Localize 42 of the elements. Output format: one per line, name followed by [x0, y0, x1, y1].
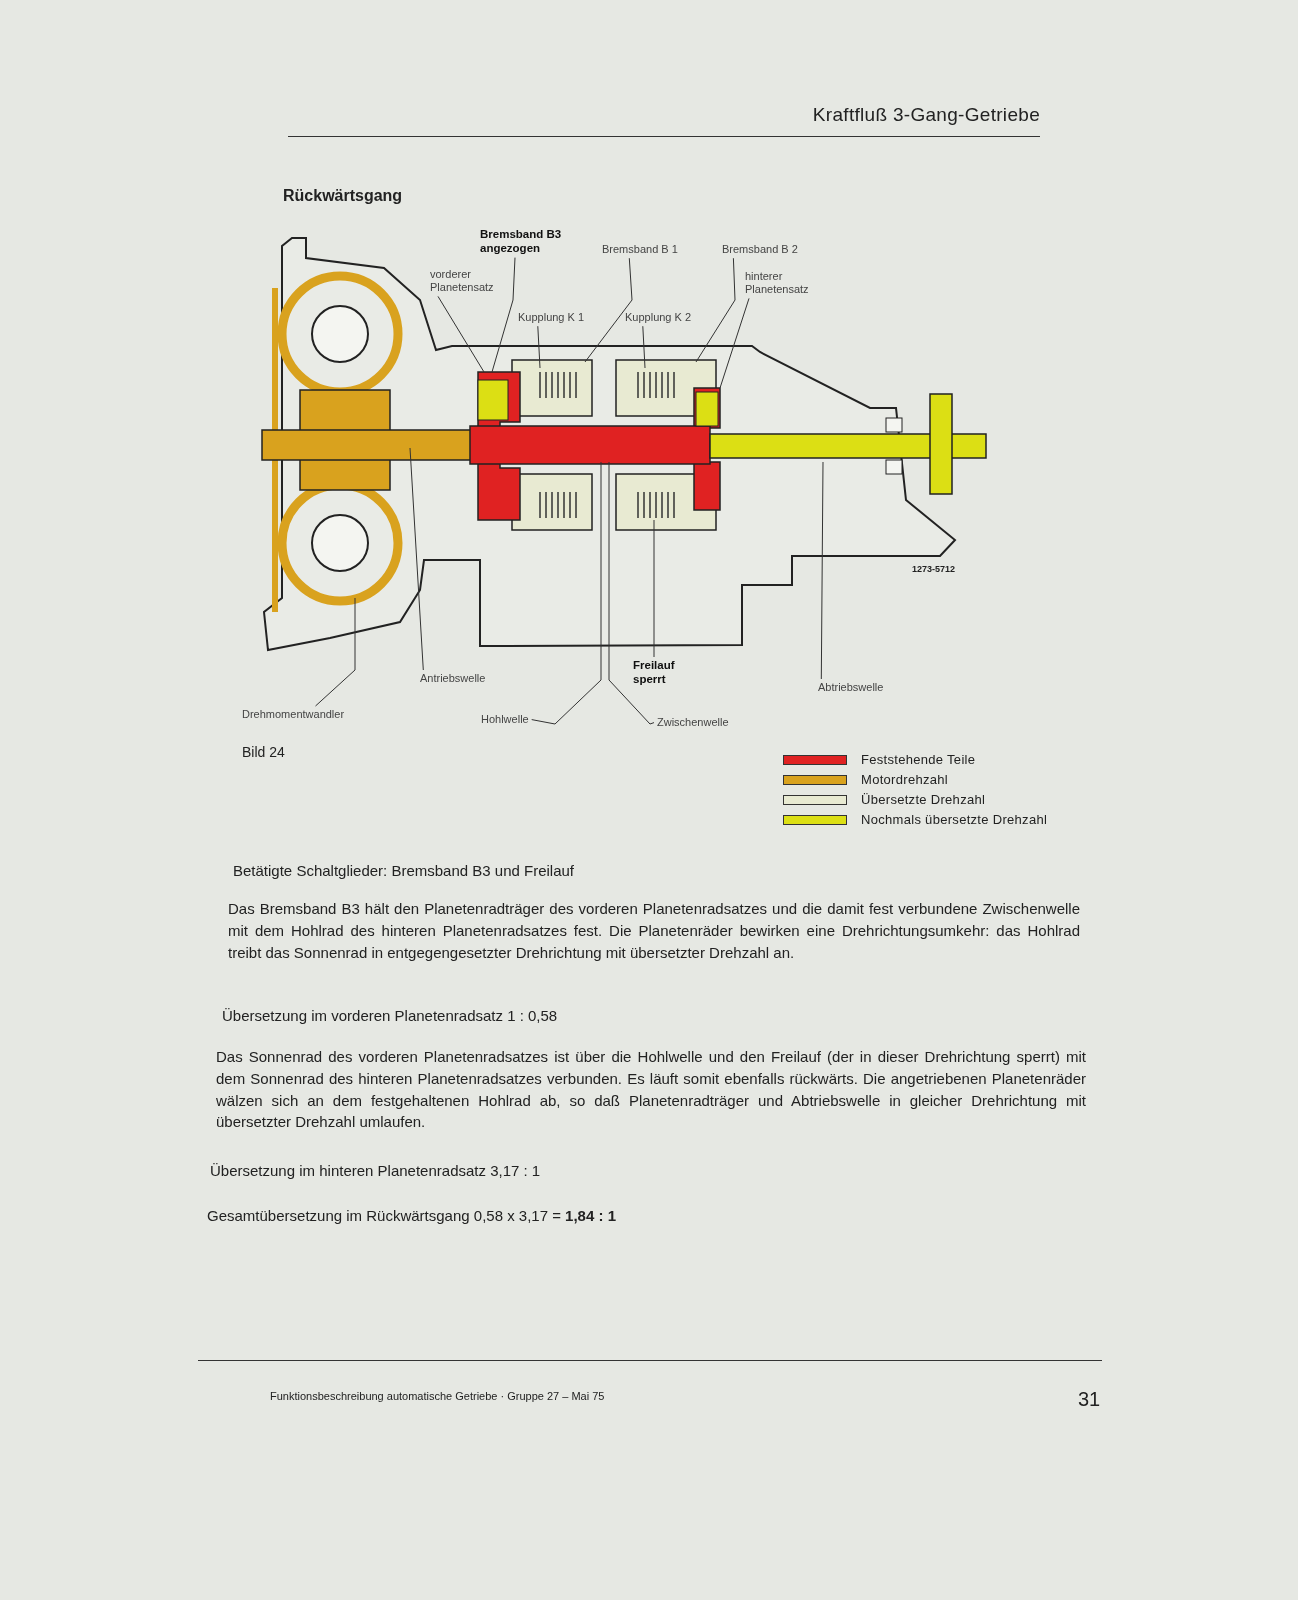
body-text: Das Bremsband B3 hält den Planetenradträger des vorderen Planetenradsatzes und die damit fest verbundene Zwischenwelle mit dem Hohlrad des hinteren Planetenradsatzes fest. Die Planetenräder bewirken eine Drehrichtungsumkehr: das Hohlrad treibt das Sonnenrad in entgegengesetzter Drehrichtung mit übersetzter Drehzahl an. — [228, 899, 1080, 963]
legend-label: Nochmals übersetzte Drehzahl — [861, 812, 1048, 827]
part-label: Bremsband B3 angezogen — [480, 228, 580, 256]
figure-caption: Bild 24 — [242, 743, 285, 762]
body-text: Das Sonnenrad des vorderen Planetenradsatzes ist über die Hohlwelle und den Freilauf (der in dieser Drehrichtung sperrt) mit dem Sonnenrad des hinteren Planetenradsatzes verbunden. Es läuft somit ebenfalls rückwärts. Die angetriebenen Planetenräder wälzen sich an dem festgehaltenen Hohlrad ab, so daß Planetenradträger und Abtriebswelle in gleicher Drehrichtung mit übersetzter Drehzahl umlaufen. — [216, 1047, 1086, 1133]
page-number: 31 — [1078, 1387, 1101, 1411]
part-label: Drehmomentwandler — [242, 708, 345, 722]
part-label: Bremsband B 2 — [722, 243, 798, 257]
leader-line — [608, 461, 655, 725]
legend-label: Motordrehzahl — [861, 772, 948, 787]
section-heading: Rückwärtsgang — [283, 186, 403, 206]
body-text: Übersetzung im vorderen Planetenradsatz 1 : 0,58 — [222, 1006, 558, 1026]
part-label: Zwischenwelle — [657, 716, 729, 730]
part-label: Antriebswelle — [420, 672, 486, 686]
page-header: Kraftfluß 3-Gang-Getriebe — [812, 104, 1040, 126]
body-text: Betätigte Schaltglieder: Bremsband B3 und Freilauf — [233, 861, 575, 881]
leader-line — [695, 257, 736, 363]
part-label: Freilauf sperrt — [633, 659, 693, 687]
part-label: Hohlwelle — [481, 713, 529, 727]
part-label: hinterer Planetensatz — [745, 270, 825, 297]
leader-line — [537, 325, 541, 369]
body-text: Gesamtübersetzung im Rückwärtsgang 0,58 x 3,17 = 1,84 : 1 — [207, 1206, 616, 1226]
leader-line — [531, 461, 602, 725]
drawing-number: 1273-5712 — [912, 563, 956, 576]
part-label: vorderer Planetensatz — [430, 268, 510, 295]
leader-line — [642, 325, 646, 369]
part-label: Kupplung K 1 — [518, 311, 585, 325]
part-label: Kupplung K 2 — [625, 311, 692, 325]
leader-line — [491, 257, 516, 373]
footer-text: Funktionsbeschreibung automatische Getriebe · Gruppe 27 – Mai 75 — [270, 1390, 605, 1404]
legend-label: Übersetzte Drehzahl — [861, 792, 986, 807]
leader-line — [820, 461, 824, 680]
leader-line — [437, 295, 485, 373]
leader-line — [315, 597, 356, 707]
part-label: Abtriebswelle — [818, 681, 884, 695]
part-label: Bremsband B 1 — [602, 243, 678, 257]
leader-line — [409, 447, 424, 671]
legend-label: Feststehende Teile — [861, 752, 976, 767]
leader-line — [719, 297, 750, 389]
leader-line — [584, 257, 633, 363]
body-text: Übersetzung im hinteren Planetenradsatz 3,17 : 1 — [210, 1161, 541, 1181]
leader-line — [653, 519, 655, 658]
